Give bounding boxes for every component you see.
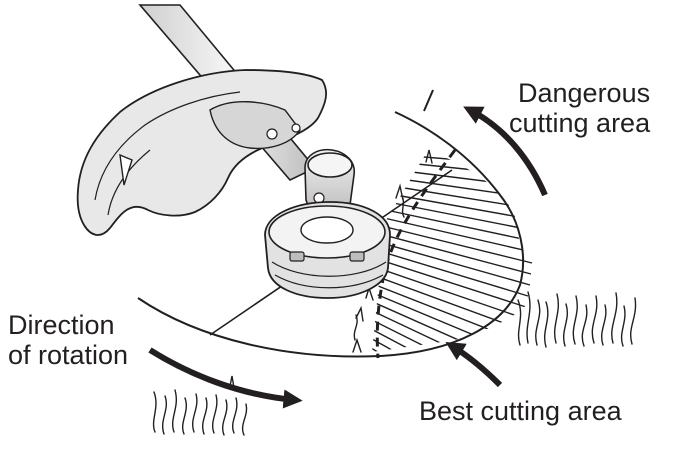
bracket-bolt	[266, 128, 278, 140]
gear-head-cap	[307, 152, 353, 178]
grass-tufts	[152, 149, 637, 436]
danger-arrow	[463, 106, 548, 197]
direction-label-line2: of rotation	[8, 340, 129, 370]
best-cutting-zone-hatching	[372, 154, 533, 352]
best-cutting-area-label: Best cutting area	[419, 396, 622, 426]
best-label-text: Best cutting area	[419, 396, 622, 426]
guard-rib	[94, 91, 241, 216]
direction-label-line1: Direction	[8, 310, 115, 340]
spool-hub	[300, 216, 354, 244]
spool-eyelet-2	[349, 251, 365, 262]
bracket-bolt-2	[291, 123, 301, 133]
spool-eyelet	[289, 251, 305, 262]
best-arrow	[445, 341, 503, 388]
guard-arrow-icon	[119, 153, 133, 186]
best-area-dashed-boundary	[375, 149, 457, 359]
hatch-lines	[372, 154, 533, 352]
dangerous-cutting-area-label: Dangerous cutting area	[509, 78, 650, 138]
danger-boundary-tick	[423, 89, 434, 112]
dangerous-label-line2: cutting area	[509, 108, 651, 138]
guard-bracket	[209, 101, 301, 150]
rotation-arrow	[148, 347, 303, 409]
spool-ridges	[271, 261, 387, 289]
dangerous-label-line1: Dangerous	[518, 78, 651, 108]
direction-of-rotation-label: Direction of rotation	[8, 310, 128, 370]
rotation-path-outer	[137, 111, 524, 358]
